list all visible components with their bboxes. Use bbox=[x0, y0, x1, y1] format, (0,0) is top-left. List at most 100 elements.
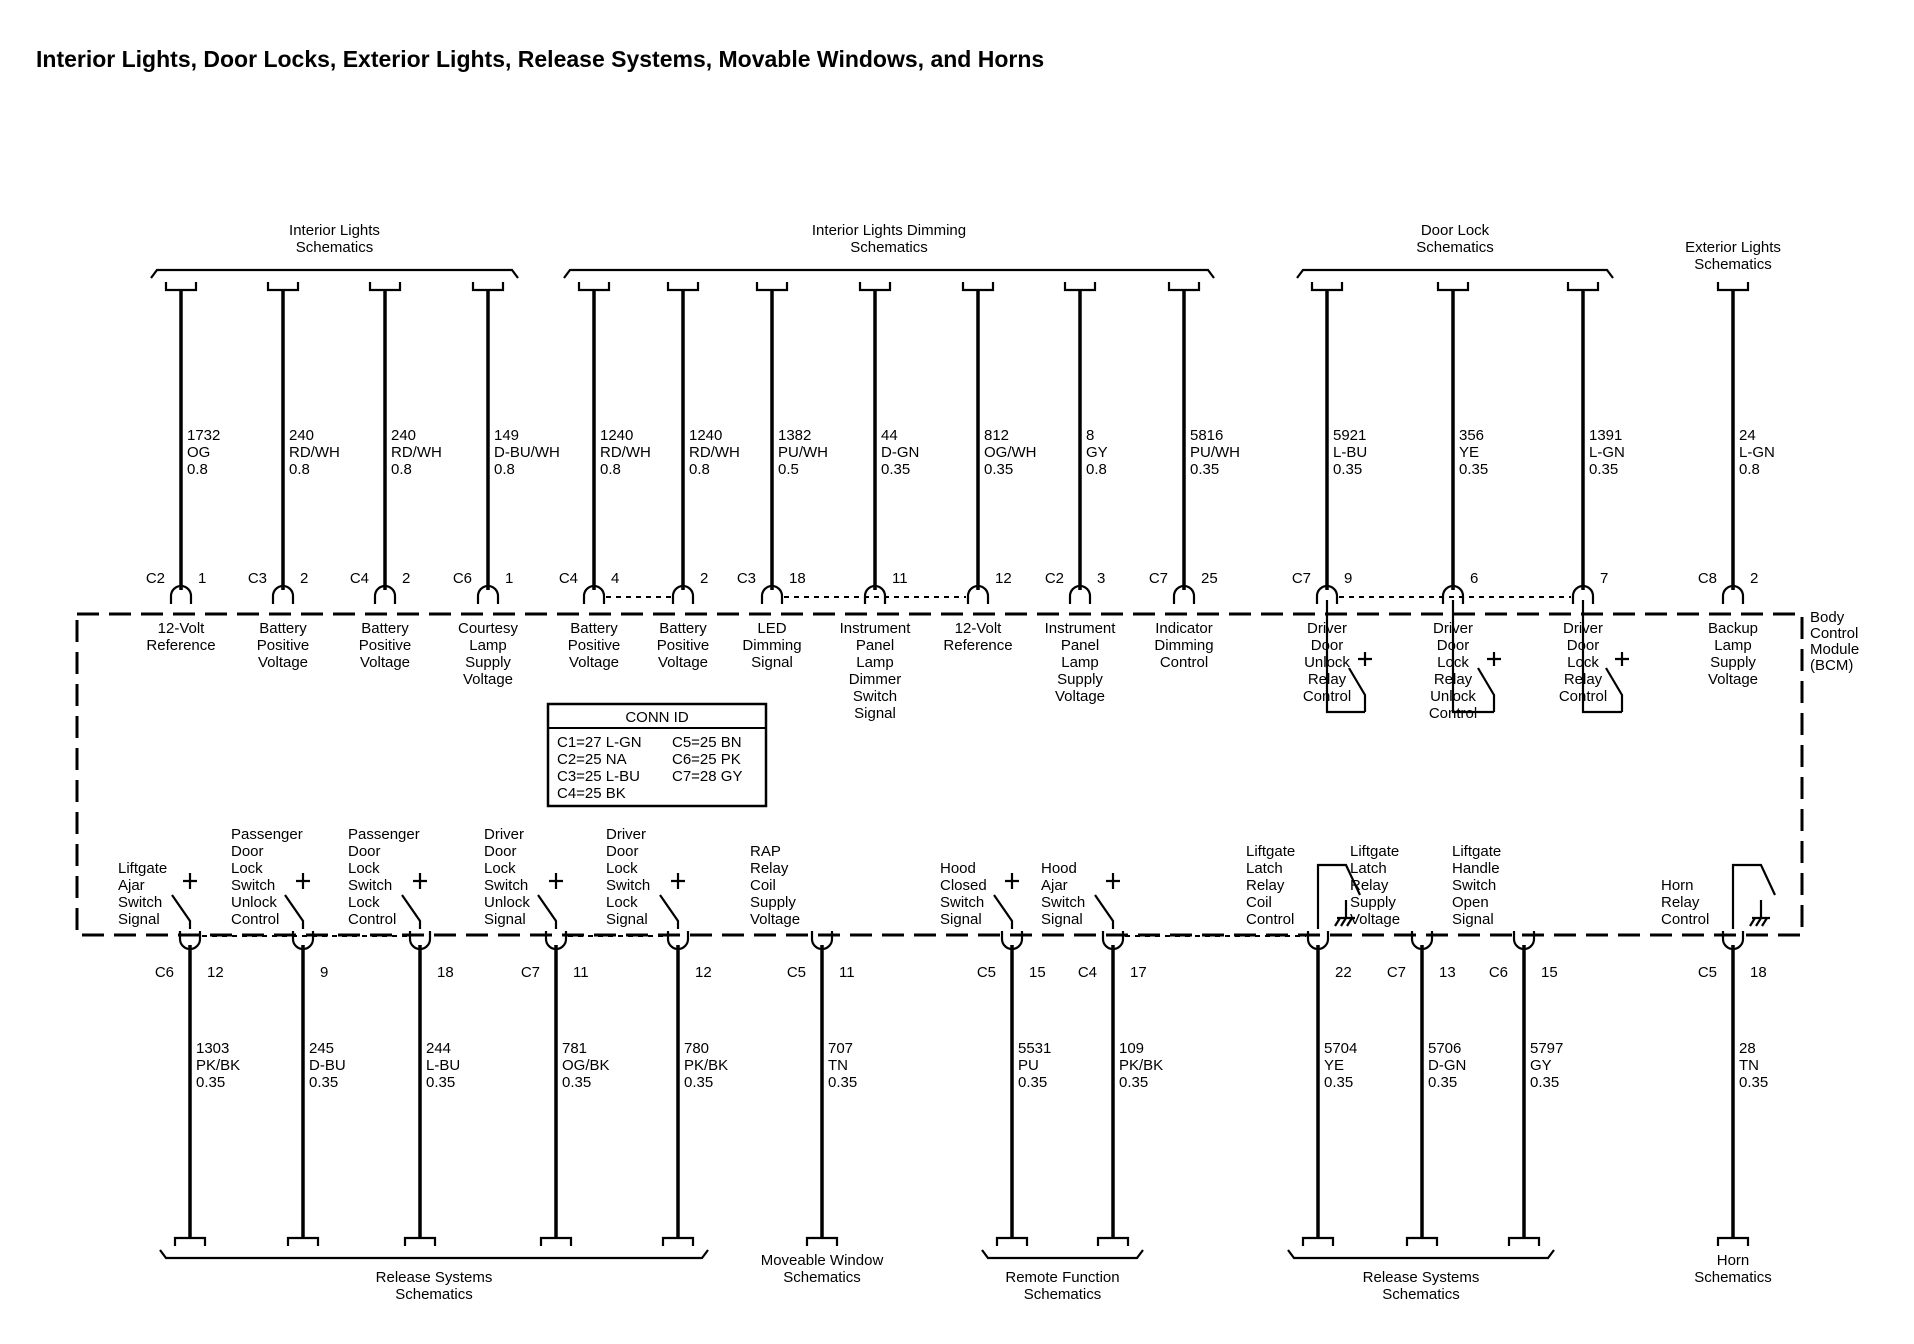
switch-contact bbox=[537, 873, 563, 929]
relay-path bbox=[1731, 863, 1776, 929]
switch-terminal bbox=[1106, 873, 1120, 889]
harness-stub bbox=[961, 282, 995, 292]
connector-pin bbox=[1441, 584, 1465, 604]
connector-pin bbox=[966, 584, 990, 604]
pin-number: 15 bbox=[1541, 964, 1558, 981]
relay-path bbox=[1581, 600, 1622, 714]
pin-number: 18 bbox=[789, 570, 806, 587]
pin-number: 2 bbox=[402, 570, 410, 587]
connector-id: C2 bbox=[1045, 570, 1064, 587]
harness-stub bbox=[1096, 1236, 1130, 1246]
connector-pin bbox=[1172, 584, 1196, 604]
connector-id: C7 bbox=[1149, 570, 1168, 587]
connector-id: C3 bbox=[248, 570, 267, 587]
switch-terminal bbox=[413, 873, 427, 889]
group-bracket bbox=[563, 268, 1215, 279]
connector-pin bbox=[1571, 584, 1595, 604]
harness-stub bbox=[286, 1236, 320, 1246]
pin-number: 7 bbox=[1600, 570, 1608, 587]
harness-stub bbox=[266, 282, 300, 292]
switch-terminal bbox=[1005, 873, 1019, 889]
ground-icon bbox=[1334, 900, 1355, 927]
connector-id: C6 bbox=[1489, 964, 1508, 981]
harness-stub bbox=[1436, 282, 1470, 292]
pin-number: 2 bbox=[300, 570, 308, 587]
connector-pin bbox=[271, 584, 295, 604]
switch-terminal bbox=[183, 873, 197, 889]
switch-blade bbox=[993, 894, 1014, 929]
connector-id: C7 bbox=[521, 964, 540, 981]
harness-stub bbox=[1301, 1236, 1335, 1246]
connector-pin bbox=[671, 584, 695, 604]
relay-ground bbox=[1731, 863, 1776, 929]
connector-pin bbox=[863, 584, 887, 604]
conn-id-entry: C3=25 L-BU bbox=[557, 768, 640, 785]
conn-id-border bbox=[546, 702, 768, 808]
pin-number: 1 bbox=[505, 570, 513, 587]
switch-contact bbox=[401, 873, 427, 929]
connector-id: C6 bbox=[453, 570, 472, 587]
conn-id-entry: C5=25 BN bbox=[672, 734, 742, 751]
pin-number: 15 bbox=[1029, 964, 1046, 981]
harness-stub bbox=[1167, 282, 1201, 292]
relay-switch bbox=[1348, 667, 1367, 712]
relay-path bbox=[1451, 600, 1494, 714]
switch-terminal bbox=[296, 873, 310, 889]
switch-terminal bbox=[671, 873, 685, 889]
relay-contact bbox=[1581, 600, 1629, 714]
pin-number: 25 bbox=[1201, 570, 1218, 587]
relay-terminal bbox=[1615, 652, 1629, 666]
connector-id: C4 bbox=[559, 570, 578, 587]
switch-contact bbox=[1094, 873, 1120, 929]
connector-id: C7 bbox=[1292, 570, 1311, 587]
relay-switch bbox=[1477, 667, 1496, 712]
switch-contact bbox=[993, 873, 1019, 929]
connector-pin bbox=[760, 584, 784, 604]
